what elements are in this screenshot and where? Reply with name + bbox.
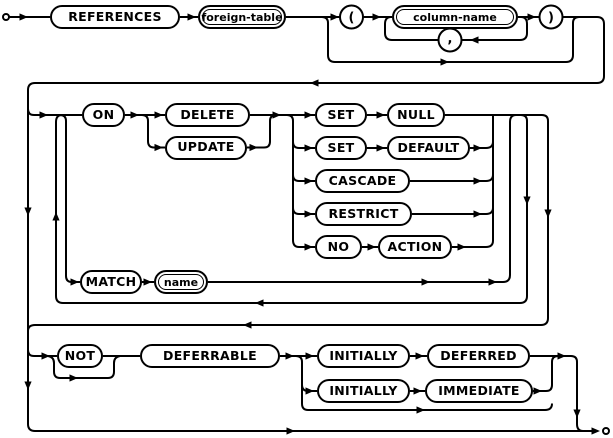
- open-paren-label: (: [349, 11, 355, 26]
- close-paren-node: [538, 4, 564, 30]
- terminal-initially-deferred-initially: INITIALLY: [317, 344, 410, 368]
- rail-paths: [9, 16, 605, 432]
- terminal-not: NOT: [57, 344, 103, 368]
- nonterminal-foreign-table: foreign-table: [198, 5, 286, 29]
- terminal-cascade: CASCADE: [315, 169, 410, 193]
- terminal-immediate: IMMEDIATE: [425, 379, 533, 403]
- terminal-default: DEFAULT: [387, 136, 470, 160]
- terminal-deferrable: DEFERRABLE: [140, 344, 280, 368]
- terminal-initially-immediate-initially: INITIALLY: [317, 379, 410, 403]
- end-terminal-circle: [602, 427, 610, 435]
- start-terminal-circle: [2, 13, 10, 21]
- terminal-action: ACTION: [378, 235, 452, 259]
- terminal-restrict: RESTRICT: [315, 202, 412, 226]
- punctuation-nodes: ( ) ,: [339, 4, 564, 53]
- nonterminal-name: name: [154, 270, 208, 294]
- terminal-delete: DELETE: [165, 103, 250, 127]
- terminal-references: REFERENCES: [50, 5, 180, 29]
- close-paren-label: ): [548, 11, 554, 26]
- terminal-set-default-set: SET: [315, 136, 367, 160]
- terminal-no: NO: [315, 235, 362, 259]
- nonterminal-column-name: column-name: [392, 5, 518, 29]
- rail-arrowheads: [19, 13, 600, 435]
- terminal-deferred: DEFERRED: [427, 344, 530, 368]
- terminal-match: MATCH: [80, 270, 142, 294]
- terminal-update: UPDATE: [165, 135, 247, 160]
- terminal-set-null-set: SET: [315, 103, 367, 127]
- open-paren-node: [339, 4, 364, 30]
- terminal-null: NULL: [387, 103, 445, 127]
- terminal-on: ON: [82, 103, 125, 127]
- comma-label: ,: [448, 32, 453, 47]
